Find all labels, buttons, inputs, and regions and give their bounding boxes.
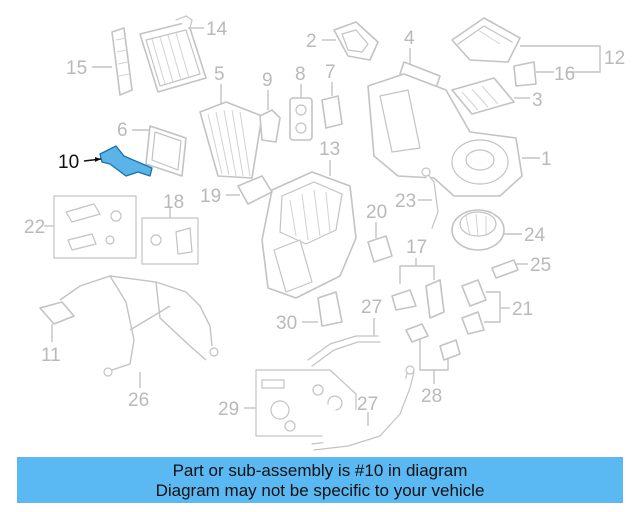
callout-10: 10 [58, 152, 79, 173]
callout-18: 18 [163, 192, 184, 213]
callout-5: 5 [214, 64, 225, 85]
part-13-hvac-case [261, 160, 357, 299]
callout-16: 16 [554, 64, 575, 85]
callout-3: 3 [532, 90, 543, 111]
part-10-highlighted [83, 145, 153, 177]
callout-29: 29 [218, 399, 239, 420]
part-11-connector [39, 301, 75, 342]
part-23-tube [418, 167, 439, 229]
banner-line-2: Diagram may not be specific to your vehi… [155, 481, 485, 500]
callout-21: 21 [512, 299, 533, 320]
callout-26: 26 [128, 390, 149, 411]
callout-2: 2 [306, 31, 317, 52]
part-2-seal [322, 21, 379, 61]
callout-11: 11 [41, 345, 61, 366]
part-14-heater-core [139, 15, 207, 93]
part-27-pipe-lower [311, 365, 415, 451]
parts-diagram: 15 14 6 10 5 9 8 [24, 15, 625, 451]
callout-25: 25 [530, 255, 551, 276]
part-7-valve [321, 82, 343, 129]
part-18-sensors [141, 208, 199, 265]
callout-14: 14 [206, 19, 228, 40]
callout-27-lower: 27 [357, 394, 378, 415]
part-22-wiring-parts [44, 195, 137, 259]
part-5-evaporator [199, 84, 263, 179]
part-26-wiring-harness [59, 275, 219, 388]
callout-9: 9 [262, 70, 273, 91]
part-8-gasket [289, 84, 313, 141]
part-24-blower-motor [451, 209, 522, 251]
part-30-actuator [302, 291, 343, 327]
callout-19: 19 [200, 186, 221, 207]
part-15-strip [92, 27, 133, 96]
info-banner: Part or sub-assembly is #10 in diagram D… [17, 457, 623, 503]
callout-28: 28 [421, 386, 442, 407]
callout-20: 20 [366, 202, 387, 223]
banner-line-1: Part or sub-assembly is #10 in diagram [172, 461, 468, 480]
part-1-blower-housing [367, 73, 540, 197]
callout-7: 7 [325, 62, 336, 83]
part-21-sensors [461, 279, 510, 335]
part-9-bracket [259, 90, 281, 143]
callout-30: 30 [276, 313, 297, 334]
part-25-sensor [491, 259, 528, 279]
part-17-sensors [391, 258, 445, 319]
part-12-housing [451, 17, 601, 73]
callout-15: 15 [66, 58, 87, 79]
callout-4: 4 [404, 28, 415, 49]
part-20-actuator [367, 222, 393, 263]
callout-8: 8 [295, 64, 306, 85]
part-3-filter [451, 77, 530, 115]
callout-1: 1 [541, 149, 552, 170]
callout-22: 22 [24, 217, 45, 238]
callout-24: 24 [524, 225, 546, 246]
callout-6: 6 [117, 120, 128, 141]
callout-17: 17 [406, 237, 427, 258]
callout-23: 23 [395, 191, 416, 212]
callout-12: 12 [604, 48, 625, 69]
part-28-sensors [405, 323, 461, 384]
callout-27-upper: 27 [361, 297, 382, 318]
part-16-resistor [513, 61, 554, 87]
callout-13: 13 [319, 139, 340, 160]
part-19-actuator [226, 175, 273, 205]
part-27-hose-upper [307, 318, 381, 367]
part-6-frame [132, 125, 187, 177]
